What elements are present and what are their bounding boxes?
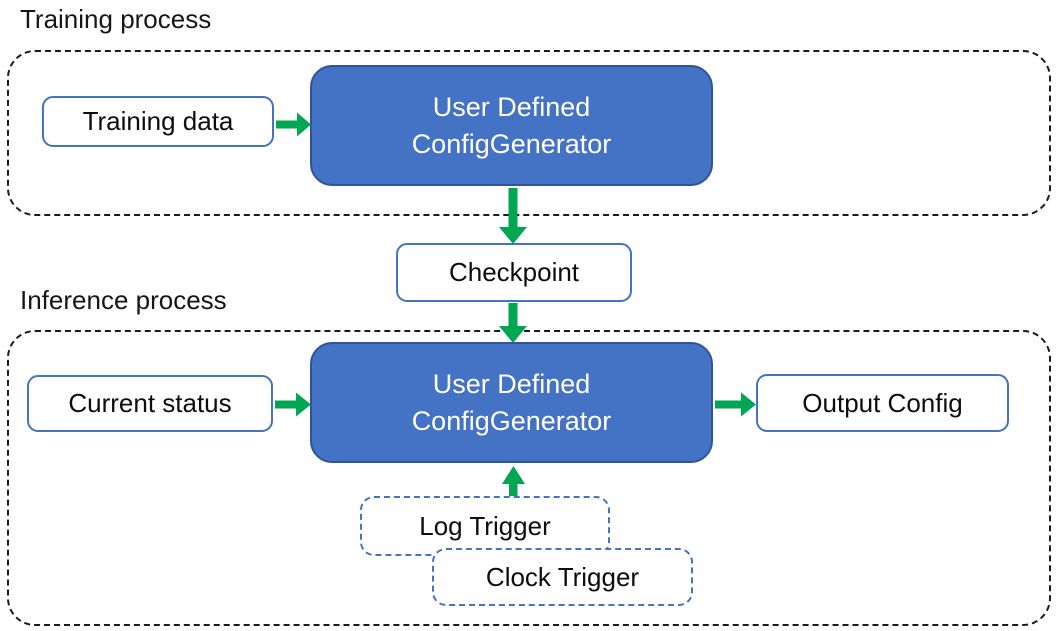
clock-trigger-box: Clock Trigger xyxy=(432,548,693,606)
inference-config-generator-line2: ConfigGenerator xyxy=(411,405,612,436)
inference-config-generator-box: User Defined ConfigGenerator xyxy=(310,342,713,463)
current-status-label: Current status xyxy=(68,388,232,418)
training-config-generator-box: User Defined ConfigGenerator xyxy=(310,65,713,186)
inference-process-container xyxy=(7,330,1051,626)
output-config-box: Output Config xyxy=(756,374,1009,432)
log-trigger-label: Log Trigger xyxy=(419,510,551,541)
checkpoint-label: Checkpoint xyxy=(448,257,580,287)
current-status-box: Current status xyxy=(27,375,273,432)
inference-process-label: Inference process xyxy=(20,285,227,315)
training-process-label: Training process xyxy=(20,4,212,34)
training-process-container xyxy=(7,50,1051,216)
output-config-label: Output Config xyxy=(802,387,963,418)
training-data-box: Training data xyxy=(42,96,274,147)
checkpoint-box: Checkpoint xyxy=(396,243,632,302)
training-data-label: Training data xyxy=(82,106,234,136)
training-config-generator-line1: User Defined xyxy=(432,91,591,122)
clock-trigger-label: Clock Trigger xyxy=(485,561,640,592)
log-trigger-box: Log Trigger xyxy=(360,496,610,556)
training-config-generator-line2: ConfigGenerator xyxy=(411,128,612,159)
inference-config-generator-line1: User Defined xyxy=(432,368,591,399)
